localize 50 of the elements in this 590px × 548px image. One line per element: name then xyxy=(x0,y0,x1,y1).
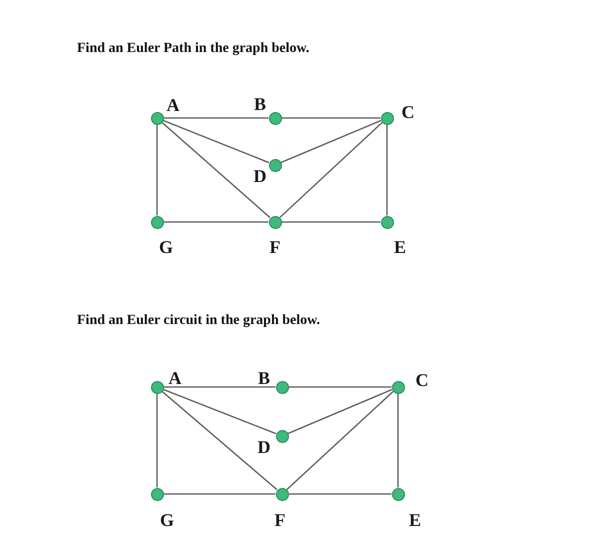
graph-vertex xyxy=(268,112,282,124)
graph-vertex xyxy=(276,488,288,500)
graph-edge xyxy=(280,120,382,164)
graph-vertex xyxy=(276,380,288,394)
graph-edge xyxy=(386,124,388,216)
graph-edge xyxy=(288,388,392,434)
vertex-label: F xyxy=(274,511,286,529)
graph-edge xyxy=(279,122,383,218)
vertex-label: G xyxy=(159,238,173,256)
graph-vertex xyxy=(150,488,164,500)
vertex-label: A xyxy=(166,96,180,114)
vertex-label: G xyxy=(160,511,174,529)
question-heading: Find an Euler Path in the graph below. xyxy=(77,41,310,57)
graph-vertex xyxy=(380,112,394,124)
graph-vertex xyxy=(150,216,164,228)
vertex-label: E xyxy=(409,511,421,529)
graph-vertex xyxy=(380,216,394,228)
graph-edge xyxy=(282,117,380,119)
vertex-label: F xyxy=(270,238,280,256)
graph-edge xyxy=(288,493,392,495)
graph-edge xyxy=(162,390,278,490)
vertex-label: E xyxy=(394,238,406,256)
graph-edge xyxy=(156,124,158,216)
vertex-label: D xyxy=(258,438,270,456)
question-heading: Find an Euler circuit in the graph below. xyxy=(77,313,320,329)
graph-edge xyxy=(164,386,276,388)
vertex-label: C xyxy=(402,103,414,121)
graph-vertex xyxy=(276,430,288,442)
graph-vertex xyxy=(268,216,282,228)
graph-vertex xyxy=(392,488,404,500)
graph-vertex xyxy=(150,112,164,124)
graph-edge xyxy=(164,117,268,119)
graph-vertex xyxy=(150,380,164,394)
graph-edge xyxy=(286,390,394,490)
graph-edge xyxy=(162,388,276,434)
graph-edge xyxy=(288,386,392,388)
graph-edge xyxy=(282,221,380,223)
graph-vertex xyxy=(392,380,404,394)
vertex-label: D xyxy=(254,167,266,185)
vertex-label: A xyxy=(168,369,182,387)
graph-edge xyxy=(162,120,270,164)
graph-edge xyxy=(397,394,399,488)
graph-edge xyxy=(156,394,158,488)
graph-vertex xyxy=(268,158,282,172)
graph-edge xyxy=(161,122,271,218)
vertex-label: B xyxy=(254,95,266,113)
vertex-label: C xyxy=(416,371,428,389)
vertex-label: B xyxy=(258,369,270,387)
graph-edge xyxy=(164,493,276,495)
graph-edge xyxy=(164,221,268,223)
